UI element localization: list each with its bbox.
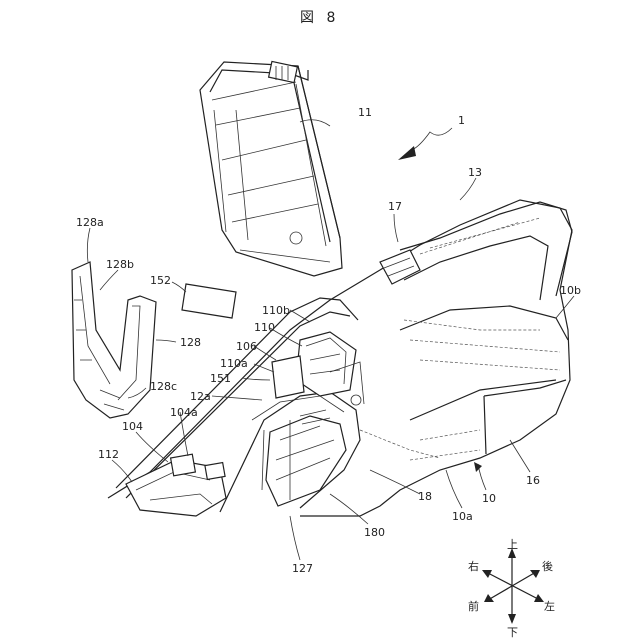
label-110b: 110b: [262, 304, 290, 317]
label-10: 10: [482, 492, 496, 505]
label-10b: 10b: [560, 284, 581, 297]
label-12a: 12a: [190, 390, 211, 403]
compass-up: 上: [507, 538, 518, 551]
label-112: 112: [98, 448, 119, 461]
label-128: 128: [180, 336, 201, 349]
label-127: 127: [292, 562, 313, 575]
label-1: 1: [458, 114, 465, 127]
label-128a: 128a: [76, 216, 104, 229]
label-11: 11: [358, 106, 372, 119]
label-18: 18: [418, 490, 432, 503]
figure-title: 図 8: [300, 10, 339, 26]
label-17: 17: [388, 200, 402, 213]
component-11-cover: [200, 61, 342, 276]
label-128b: 128b: [106, 258, 134, 271]
label-180: 180: [364, 526, 385, 539]
direction-compass: 上 下 右 後 前 左: [468, 538, 555, 639]
label-152: 152: [150, 274, 171, 287]
filter-128: [72, 262, 156, 418]
label-106: 106: [236, 340, 257, 353]
label-128c: 128c: [150, 380, 177, 393]
label-151: 151: [210, 372, 231, 385]
label-110a: 110a: [220, 357, 248, 370]
compass-back: 後: [542, 559, 553, 573]
label-13: 13: [468, 166, 482, 179]
compass-right: 右: [468, 559, 479, 573]
label-104: 104: [122, 420, 143, 433]
label-10a: 10a: [452, 510, 473, 523]
label-16: 16: [526, 474, 540, 487]
assembly-1-pointer: [398, 128, 452, 160]
label-104a: 104a: [170, 406, 198, 419]
card-152: [182, 284, 236, 318]
compass-front: 前: [468, 599, 479, 613]
compass-left: 左: [544, 600, 555, 613]
label-110: 110: [254, 321, 275, 334]
compass-down: 下: [507, 626, 518, 639]
